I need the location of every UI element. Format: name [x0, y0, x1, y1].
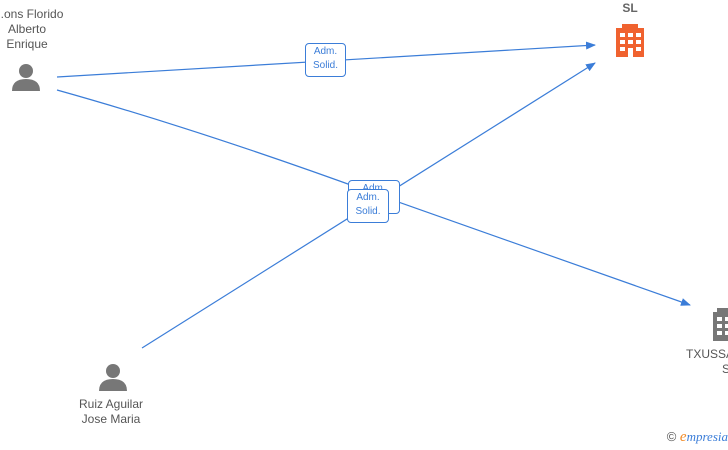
person-top-label[interactable]: ...ons Florido Alberto Enrique	[0, 7, 64, 52]
brand-rest: mpresia	[686, 429, 728, 444]
person-icon[interactable]	[99, 364, 127, 391]
building-icon[interactable]	[616, 24, 644, 57]
badge-line: Adm.	[356, 192, 380, 203]
badge-line: Solid.	[355, 206, 381, 217]
company-main-label[interactable]: SL	[614, 1, 646, 16]
building-icon[interactable]	[713, 308, 728, 341]
name-line: Jose Maria	[81, 412, 141, 426]
edge-person-top-to-company-secondary	[56, 89, 691, 306]
edge-label-badge[interactable]: Adm. Solid.	[347, 189, 389, 223]
badge-line: Solid.	[312, 60, 338, 71]
company-name: SL	[622, 1, 638, 15]
person-icon[interactable]	[12, 64, 40, 91]
edge-label-badge[interactable]: Adm. Solid.	[305, 43, 346, 77]
company-secondary-label[interactable]: TXUSSA... S...	[686, 347, 728, 377]
copyright-symbol: ©	[666, 429, 677, 444]
name-line: S...	[722, 362, 728, 376]
empresia-watermark: © empresia	[667, 429, 728, 446]
person-bottom-label[interactable]: Ruiz Aguilar Jose Maria	[70, 397, 152, 427]
name-line: TXUSSA...	[686, 347, 728, 361]
brand-initial: e	[679, 429, 687, 445]
name-line: Enrique	[6, 37, 48, 51]
name-line: Ruiz Aguilar	[78, 397, 144, 411]
name-line: ...ons Florido	[0, 7, 64, 21]
brand-logo: empresia	[679, 429, 728, 445]
name-line: Alberto	[7, 22, 47, 36]
badge-line: Adm.	[352, 182, 396, 196]
badge-line: Adm.	[313, 46, 338, 57]
